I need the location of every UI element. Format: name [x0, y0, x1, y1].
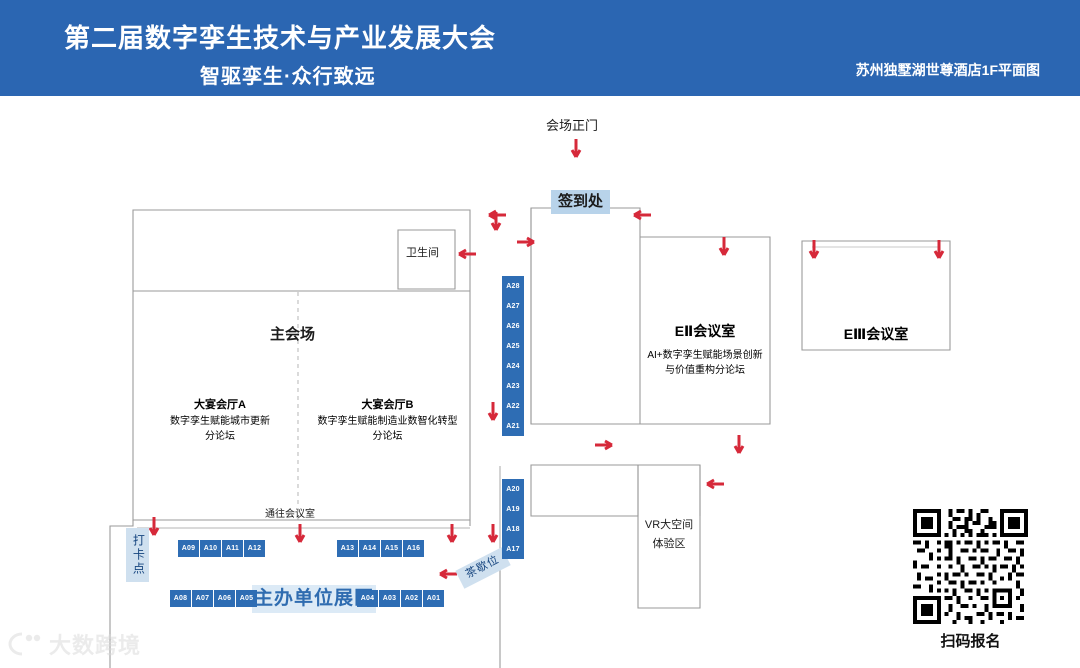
direction-arrow-icon	[487, 402, 499, 421]
booth-badge[interactable]: A10	[200, 540, 221, 557]
direction-arrow-icon	[490, 212, 502, 231]
room-e2-forum-line2: 与价值重构分论坛	[665, 365, 745, 376]
direction-arrow-icon	[148, 517, 160, 536]
booth-badge[interactable]: A24	[502, 356, 524, 376]
main-entrance-label: 会场正门	[546, 118, 599, 133]
direction-arrow-icon	[808, 240, 820, 259]
booth-badge[interactable]: A27	[502, 296, 524, 316]
booth-badge[interactable]: A06	[214, 590, 235, 607]
booth-badge[interactable]: A18	[502, 519, 524, 539]
vr-zone-block: VR大空间 体验区	[641, 516, 697, 553]
vr-zone-line2: 体验区	[652, 537, 686, 550]
hall-b-forum-line2: 分论坛	[372, 431, 403, 442]
direction-arrow-icon	[570, 139, 582, 158]
sponsor-zone-label: 主办单位展区	[252, 585, 377, 613]
hall-a-block: 大宴会厅A 数字孪生赋能城市更新 分论坛	[150, 396, 290, 442]
direction-arrow-icon	[706, 478, 724, 490]
brand-logo-icon	[8, 632, 41, 656]
corridor-to-meeting-rooms-label: 通往会议室	[265, 509, 315, 520]
booth-badge[interactable]: A25	[502, 336, 524, 356]
direction-arrow-icon	[487, 524, 499, 543]
booth-badge[interactable]: A03	[379, 590, 400, 607]
hall-a-forum-line2: 分论坛	[205, 431, 235, 442]
booth-badge[interactable]: A11	[222, 540, 243, 557]
booth-badge[interactable]: A04	[357, 590, 378, 607]
floor-plan-canvas: 会场正门 签到处 卫生间 主会场 大宴会厅A 数字孪生赋能城市更新 分论坛 大宴…	[0, 96, 1080, 668]
page-header: 第二届数字孪生技术与产业发展大会 智驱孪生·众行致远 苏州独墅湖世尊酒店1F平面…	[0, 0, 1080, 96]
room-e2-title: EⅡ会议室	[674, 323, 736, 339]
booth-badge[interactable]: A23	[502, 376, 524, 396]
booth-badge[interactable]: A08	[170, 590, 191, 607]
direction-arrow-icon	[633, 209, 651, 221]
page-title: 第二届数字孪生技术与产业发展大会	[64, 23, 497, 53]
booth-badge[interactable]: A17	[502, 539, 524, 559]
page-subtitle: 智驱孪生·众行致远	[200, 66, 376, 88]
direction-arrow-icon	[933, 240, 945, 259]
direction-arrow-icon	[595, 439, 613, 451]
room-e2-forum-line1: AI+数字孪生赋能场景创新	[647, 350, 763, 361]
booth-badge[interactable]: A28	[502, 276, 524, 296]
booth-badge[interactable]: A05	[236, 590, 257, 607]
hall-b-block: 大宴会厅B 数字孪生赋能制造业数智化转型 分论坛	[305, 396, 470, 442]
room-e2-block: EⅡ会议室 AI+数字孪生赋能场景创新 与价值重构分论坛	[640, 321, 770, 376]
signin-desk-label: 签到处	[551, 190, 611, 214]
watermark: 大数跨境	[8, 628, 141, 660]
main-venue-label: 主会场	[270, 326, 316, 343]
restroom-label: 卫生间	[406, 247, 439, 259]
booth-badge[interactable]: A07	[192, 590, 213, 607]
direction-arrow-icon	[294, 524, 306, 543]
vr-zone-line1: VR大空间	[644, 519, 694, 531]
booth-badge[interactable]: A26	[502, 316, 524, 336]
room-e3-block: EⅢ会议室	[802, 324, 950, 344]
direction-arrow-icon	[439, 568, 457, 580]
qr-caption: 扫码报名	[940, 633, 1001, 650]
booth-badge[interactable]: A16	[403, 540, 424, 557]
direction-arrow-icon	[733, 435, 745, 454]
booth-badge[interactable]: A12	[244, 540, 265, 557]
venue-label: 苏州独墅湖世尊酒店1F平面图	[855, 62, 1040, 78]
direction-arrow-icon	[446, 524, 458, 543]
booth-badge[interactable]: A01	[423, 590, 444, 607]
booth-badge[interactable]: A21	[502, 416, 524, 436]
booth-badge[interactable]: A02	[401, 590, 422, 607]
booth-badge[interactable]: A09	[178, 540, 199, 557]
booth-badge[interactable]: A22	[502, 396, 524, 416]
direction-arrow-icon	[458, 248, 476, 260]
hall-b-title: 大宴会厅B	[361, 399, 414, 411]
checkin-point-label: 打卡点	[126, 528, 150, 582]
booth-badge[interactable]: A15	[381, 540, 402, 557]
direction-arrow-icon	[517, 236, 535, 248]
booth-badge[interactable]: A14	[359, 540, 380, 557]
hall-b-forum-line1: 数字孪生赋能制造业数智化转型	[317, 416, 458, 427]
booth-badge[interactable]: A19	[502, 499, 524, 519]
booth-badge[interactable]: A13	[337, 540, 358, 557]
room-e3-title: EⅢ会议室	[843, 326, 909, 342]
hall-a-forum-line1: 数字孪生赋能城市更新	[170, 416, 270, 427]
booth-badge[interactable]: A20	[502, 479, 524, 499]
watermark-text: 大数跨境	[49, 633, 142, 658]
direction-arrow-icon	[718, 237, 730, 256]
hall-a-title: 大宴会厅A	[194, 399, 246, 411]
